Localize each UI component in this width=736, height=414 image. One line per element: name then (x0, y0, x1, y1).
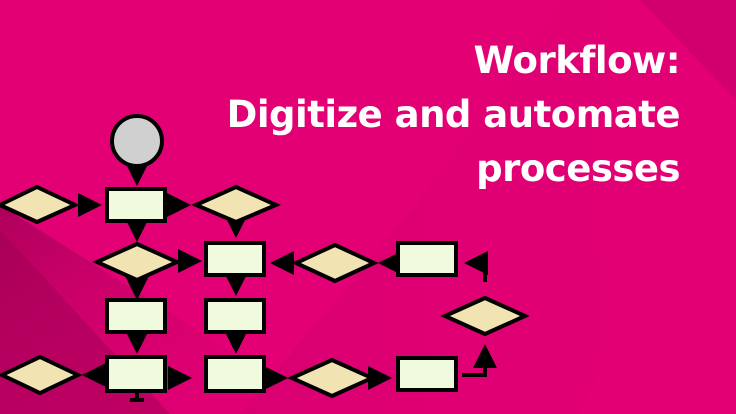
process-box (204, 241, 266, 277)
process-box (396, 356, 458, 392)
process-box (204, 355, 266, 393)
start-node (110, 114, 164, 168)
process-box (105, 187, 167, 223)
process-box (105, 298, 167, 334)
page-title: Workflow: Digitize and automate processe… (226, 34, 681, 196)
decision-diamond (287, 357, 377, 399)
title-line-3: processes (476, 147, 680, 190)
decision-diamond (0, 184, 80, 225)
decision-diamond (92, 241, 182, 283)
process-box (105, 355, 167, 393)
title-line-1: Workflow: (473, 39, 681, 82)
process-box (204, 298, 266, 334)
decision-diamond (191, 184, 281, 225)
title-line-2: Digitize and automate (226, 93, 681, 136)
decision-diamond (440, 295, 530, 337)
decision-diamond (291, 242, 379, 284)
process-box (396, 241, 458, 277)
decision-diamond (0, 354, 83, 396)
